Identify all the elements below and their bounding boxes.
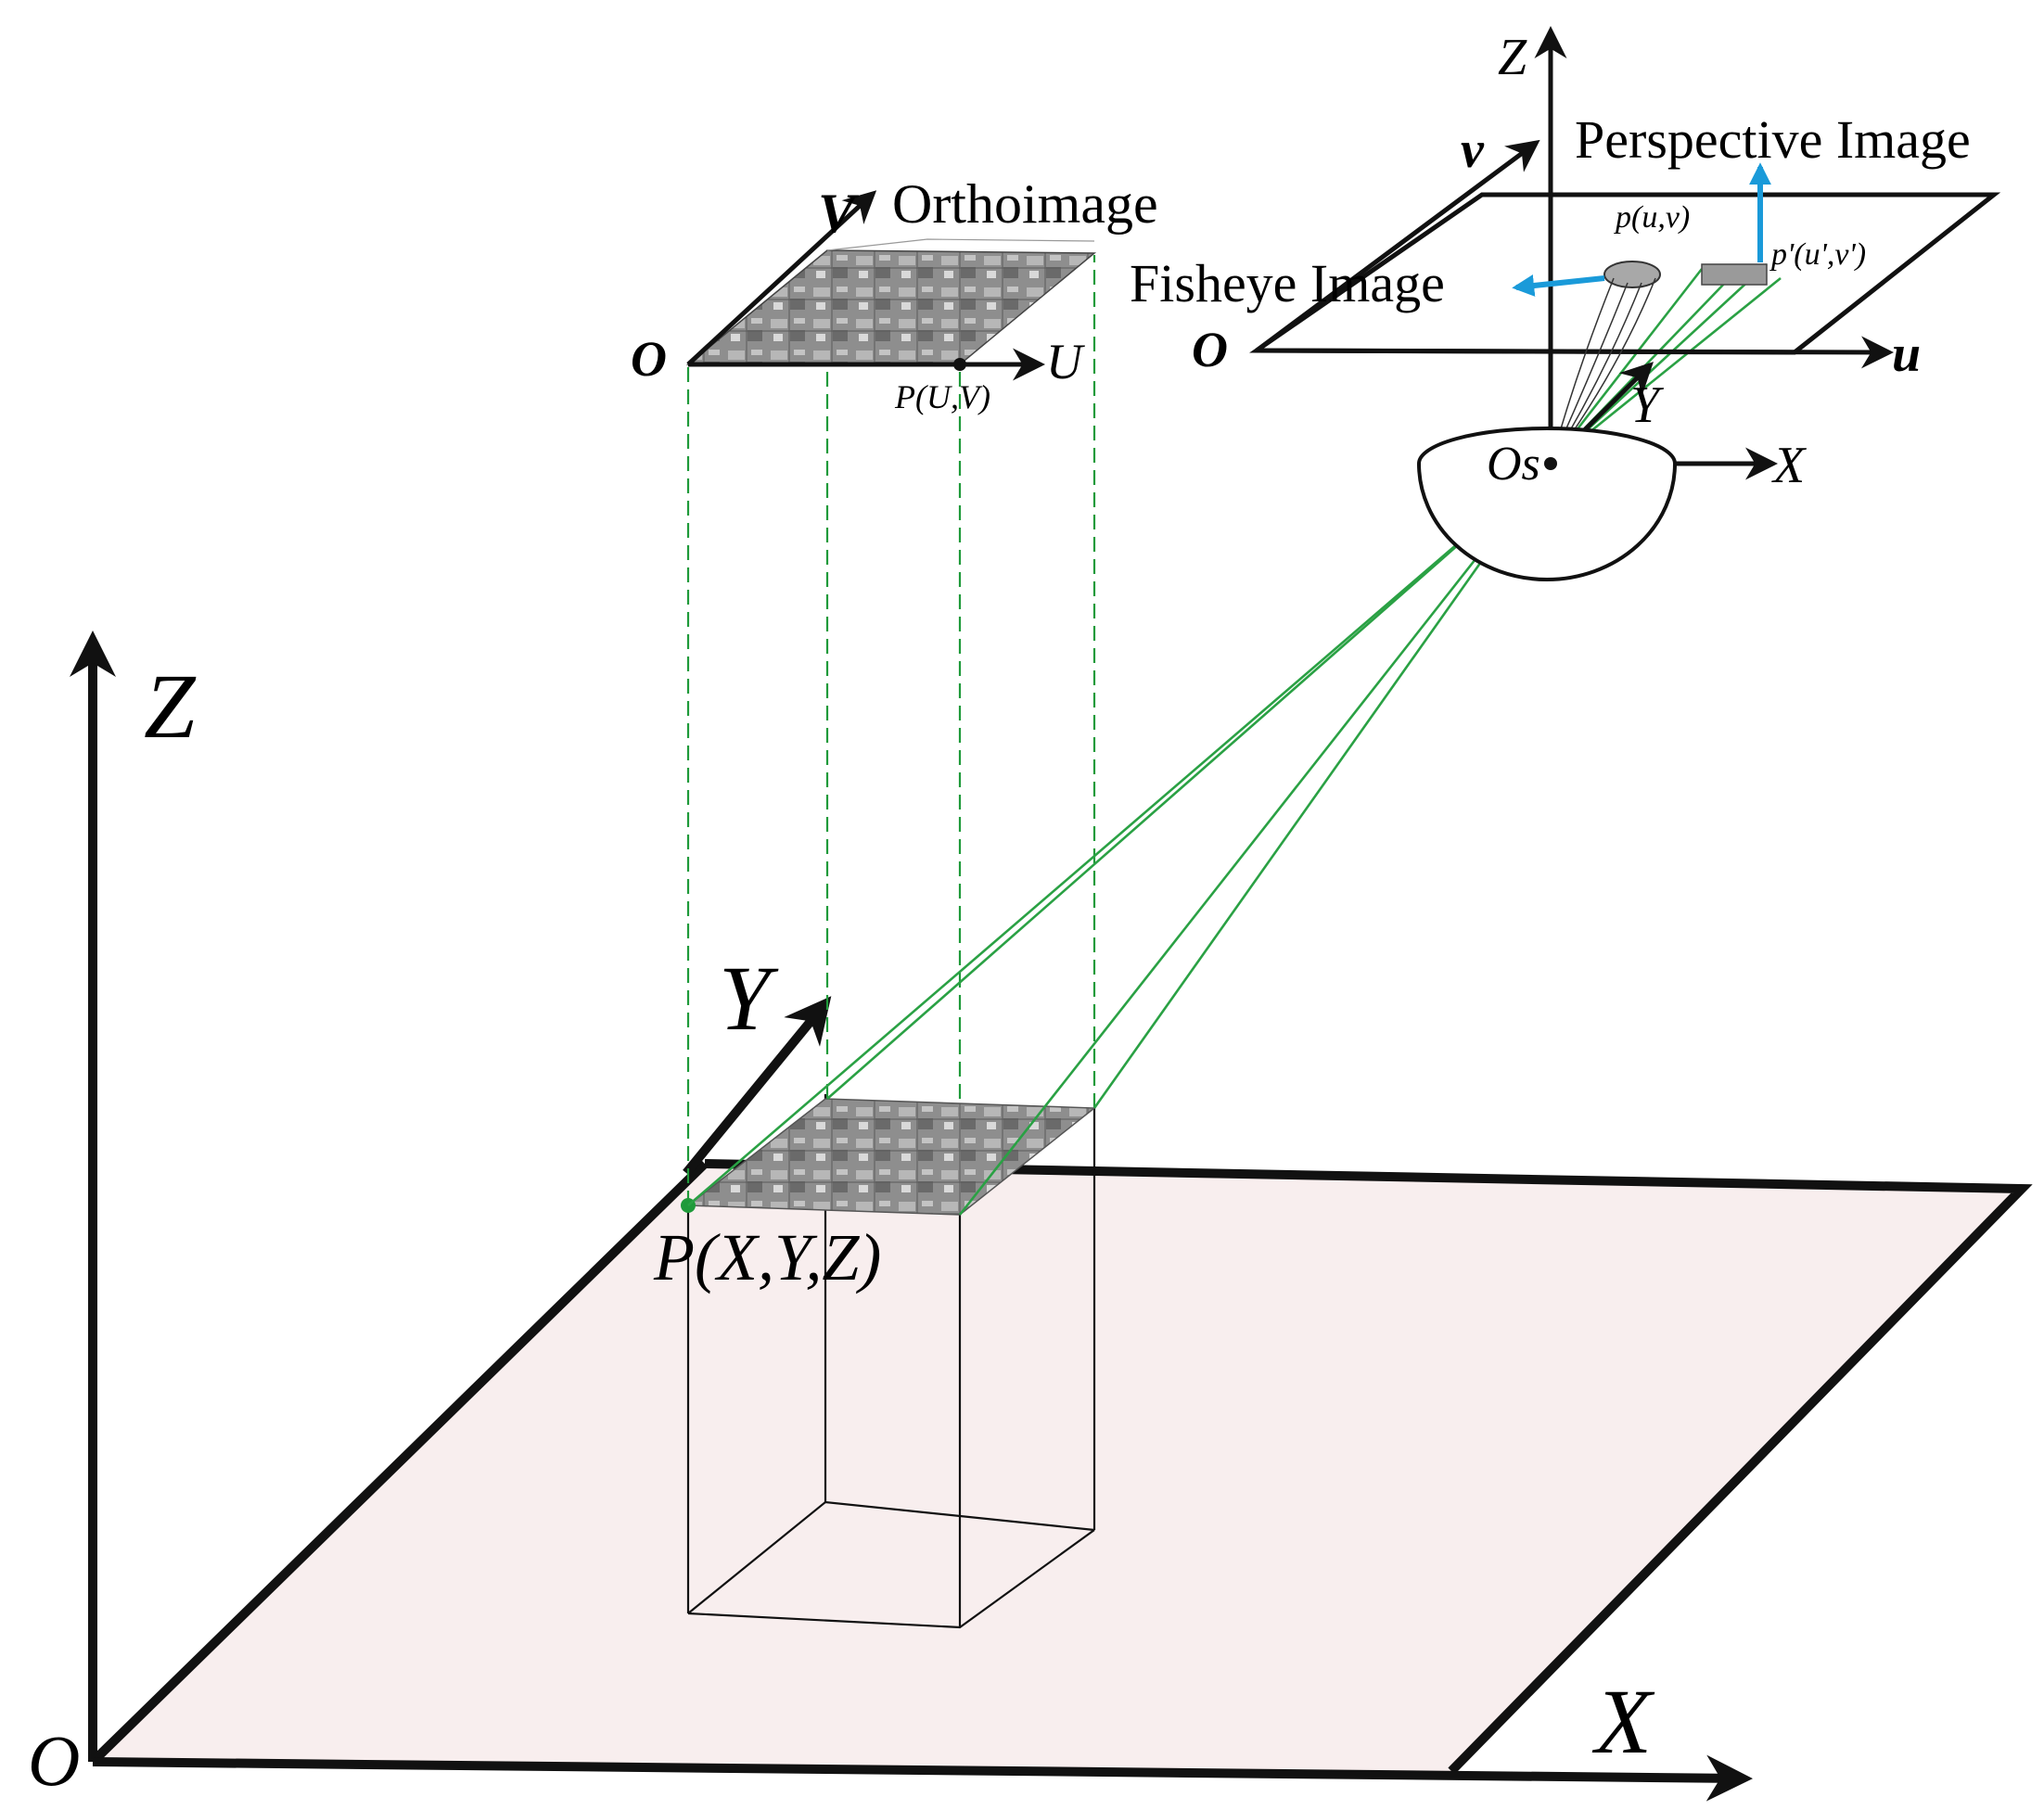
perspective-point-label: p'(u',v'): [1769, 237, 1866, 272]
ground-plane: [89, 1159, 2033, 1775]
camera-image-origin-label: O: [1192, 322, 1228, 377]
fisheye-lens: [1417, 427, 1677, 581]
world-axes: O Z X Y: [28, 631, 1753, 1802]
camera-v-axis: [1255, 139, 1540, 353]
camera-projection-rays: [687, 263, 1782, 1216]
callout-arrows: [1512, 162, 1771, 297]
fisheye-callout-arrow: [1512, 274, 1605, 297]
camera-y-label: Y: [1630, 376, 1665, 434]
perspective-patch: [1701, 263, 1768, 286]
fisheye-point-ellipse: [1603, 261, 1661, 288]
camera-axes: [1534, 26, 1778, 480]
camera-center-label: Os: [1487, 438, 1540, 491]
world-y-axis: [683, 996, 832, 1177]
world-z-label: Z: [144, 655, 197, 758]
camera-u-axis: [1256, 336, 1894, 369]
camera-u-label: u: [1892, 325, 1921, 383]
fisheye-point-label: p(u,v): [1614, 200, 1690, 235]
ground-point-label: P(X,Y,Z): [653, 1220, 881, 1294]
ortho-point-label: P(U,V): [894, 378, 990, 415]
ortho-v-label: V: [818, 183, 860, 244]
ortho-projection-lines: [686, 250, 1096, 1210]
world-x-axis: [92, 1754, 1753, 1802]
world-x-label: X: [1591, 1670, 1655, 1773]
perspective-image-label: Perspective Image: [1575, 109, 1971, 170]
orthoimage-tile: [685, 190, 1097, 381]
ortho-origin-label: O: [631, 331, 667, 387]
world-y-label: Y: [719, 947, 779, 1050]
camera-image-plane: [1249, 139, 2001, 465]
ortho-u-label: U: [1046, 334, 1085, 389]
ortho-point-marker: [953, 358, 966, 371]
orthoimage-title: Orthoimage: [892, 173, 1158, 235]
camera-x-label: X: [1771, 437, 1808, 494]
camera-v-label: v: [1461, 121, 1485, 179]
world-origin-label: O: [28, 1720, 80, 1801]
ortho-v-axis: [686, 190, 877, 366]
fisheye-image-label: Fisheye Image: [1130, 253, 1445, 313]
camera-z-label: Z: [1498, 29, 1527, 86]
